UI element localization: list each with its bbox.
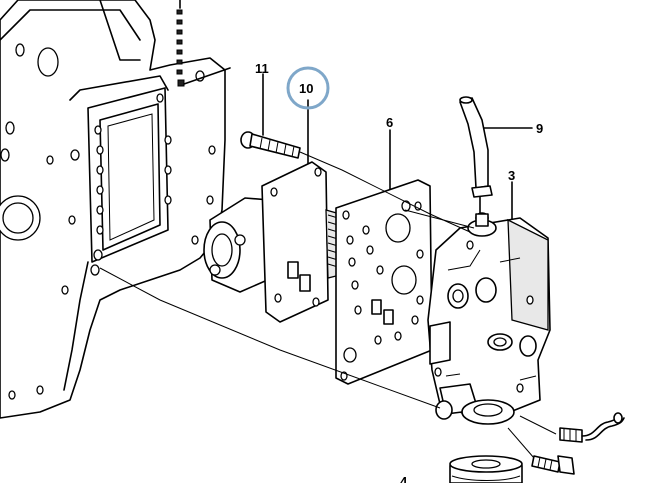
callout-label-9: 9 xyxy=(536,121,543,136)
callout-6: 6 xyxy=(386,115,393,130)
callout-9: 9 xyxy=(536,121,543,136)
bolt-11 xyxy=(240,73,301,159)
callout-label-11: 11 xyxy=(255,61,269,76)
callout-label-4: 4 xyxy=(400,474,408,483)
callout-11: 11 xyxy=(255,61,269,76)
gear-housing xyxy=(0,0,231,419)
callout-10-highlight: 10 xyxy=(286,66,330,110)
callout-label-10: 10 xyxy=(299,81,313,96)
sensor-wire xyxy=(559,412,625,443)
assembly-guide-lines xyxy=(99,151,557,459)
valve-body xyxy=(427,181,551,425)
hose xyxy=(459,96,533,215)
callout-3: 3 xyxy=(508,168,515,183)
callout-4: 4 xyxy=(400,474,408,483)
callout-label-3: 3 xyxy=(508,168,515,183)
callout-label-6: 6 xyxy=(386,115,393,130)
gasket xyxy=(335,129,433,385)
oil-filter xyxy=(449,455,523,483)
oil-pump xyxy=(203,99,341,323)
bolt-lower xyxy=(531,455,575,475)
